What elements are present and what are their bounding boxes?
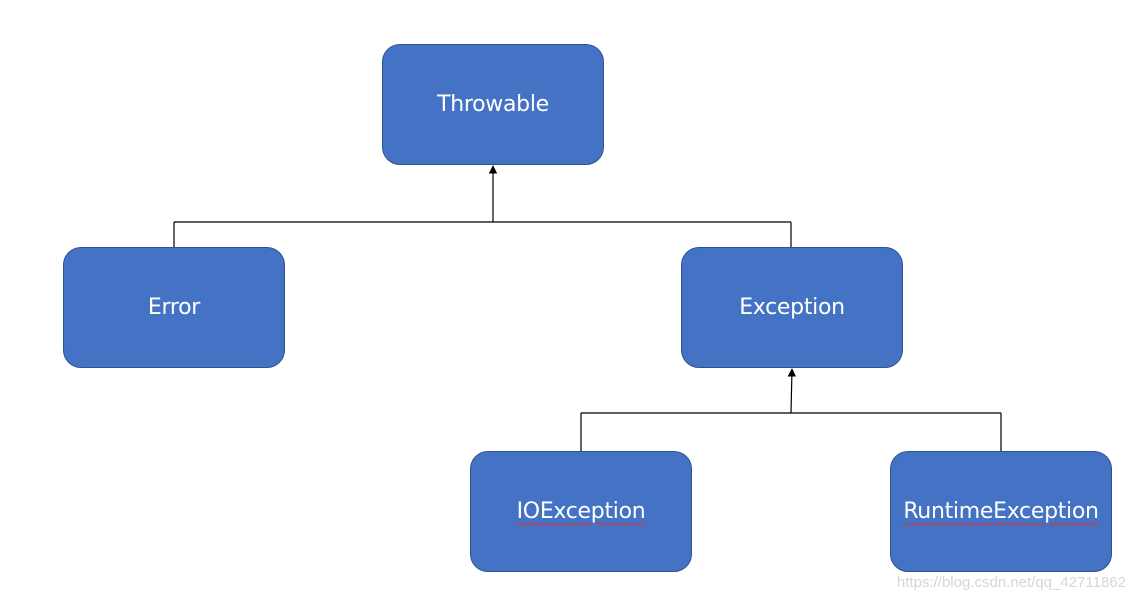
node-error: Error — [63, 247, 285, 368]
node-ioexception: IOException — [470, 451, 692, 572]
node-error-label: Error — [147, 295, 201, 320]
node-ioexception-label: IOException — [516, 499, 646, 524]
node-exception-label: Exception — [739, 295, 845, 320]
watermark-url: https://blog.csdn.net/qq_42711862 — [896, 574, 1126, 591]
node-throwable: Throwable — [382, 44, 604, 165]
node-runtimeexception: RuntimeException — [890, 451, 1112, 572]
node-throwable-label: Throwable — [437, 92, 549, 117]
node-exception: Exception — [681, 247, 903, 368]
arrow-to-exception — [787, 368, 797, 414]
node-runtimeexception-label: RuntimeException — [903, 499, 1099, 524]
inheritance-connector-exception — [580, 368, 1002, 451]
inheritance-connector-throwable — [173, 165, 792, 247]
